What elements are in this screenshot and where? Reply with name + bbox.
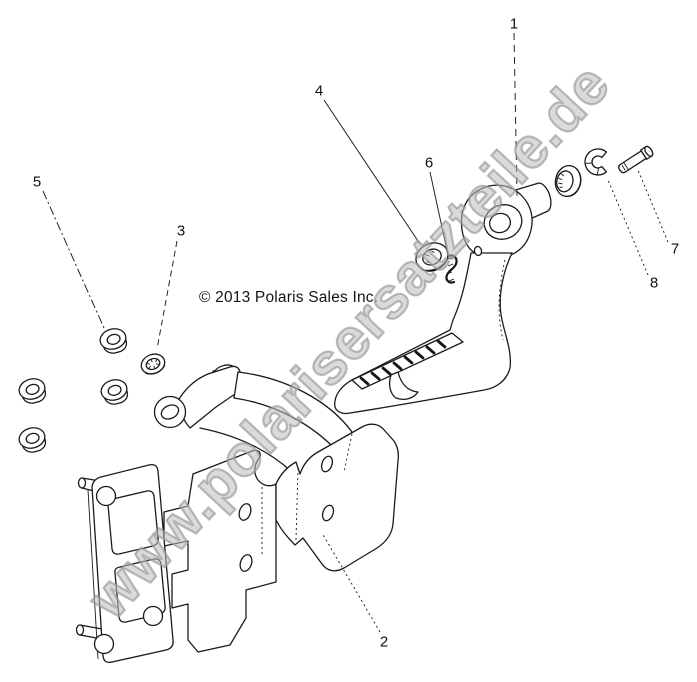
grommet-drawing <box>18 427 47 453</box>
leader-6 <box>429 171 449 256</box>
leader-1 <box>513 32 518 197</box>
pedal-assembly-drawing <box>334 182 552 415</box>
leader-4 <box>323 99 421 245</box>
leader-2 <box>321 532 381 633</box>
callout-1: 1 <box>509 15 519 33</box>
splined-bushing-drawing <box>554 164 582 198</box>
e-clip-drawing <box>584 148 608 176</box>
leader-7 <box>637 169 669 243</box>
leader-5 <box>42 190 105 329</box>
clevis-pin-drawing <box>618 145 654 174</box>
pedal-grip-ribs <box>359 339 447 386</box>
callout-8: 8 <box>649 274 659 292</box>
callout-5: 5 <box>32 173 42 191</box>
callout-2: 2 <box>379 633 389 651</box>
grommet-drawing <box>99 328 128 354</box>
grommet-drawing <box>100 379 129 405</box>
leader-8 <box>607 179 649 276</box>
copyright-text: © 2013 Polaris Sales Inc. <box>199 289 379 306</box>
callout-4: 4 <box>314 82 324 100</box>
gasket-plate-drawing <box>75 463 174 664</box>
leader-lines <box>42 32 669 633</box>
callout-3: 3 <box>176 222 186 240</box>
mount-bracket-drawing <box>153 364 400 653</box>
callout-7: 7 <box>670 240 680 258</box>
callout-6: 6 <box>424 154 434 172</box>
push-nut-drawing <box>140 353 166 375</box>
leader-3 <box>156 240 178 350</box>
plate-pin <box>75 624 103 640</box>
grommet-drawing <box>18 378 47 404</box>
pivot-plug-drawing <box>415 242 449 272</box>
retainer-clip-drawing <box>445 254 458 284</box>
